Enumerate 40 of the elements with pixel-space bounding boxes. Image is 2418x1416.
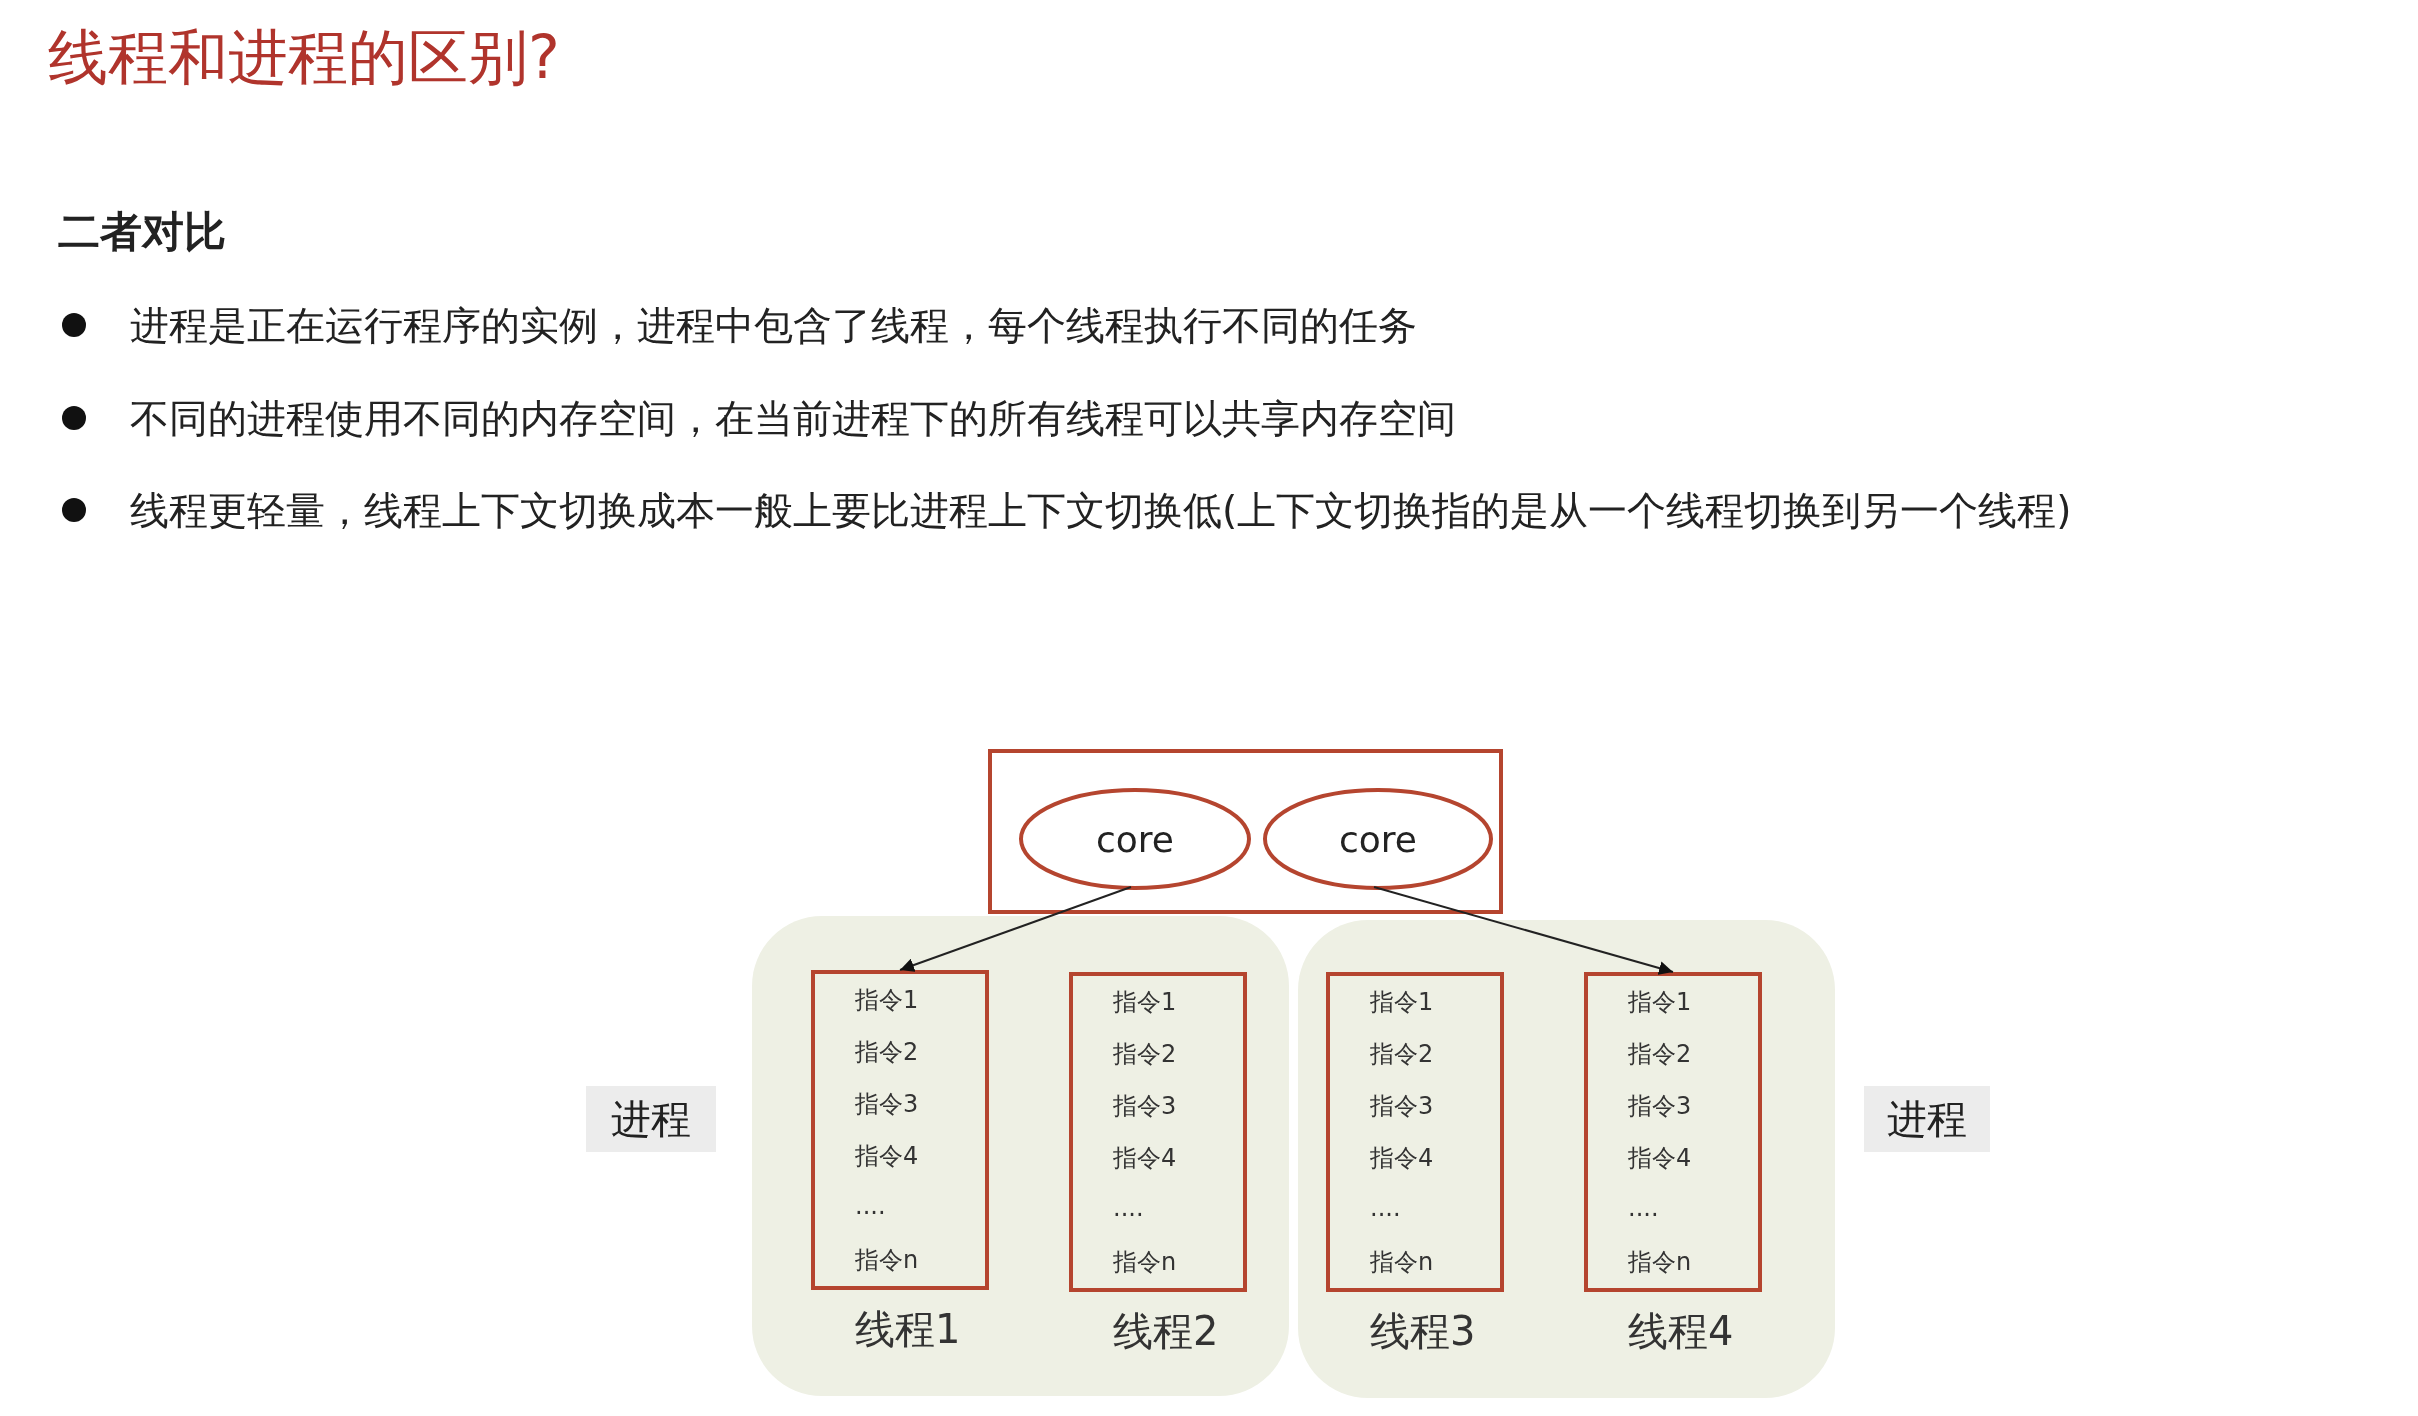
thread-label: 线程2 <box>1113 1307 1219 1356</box>
instruction-text: 指令4 <box>1370 1143 1434 1174</box>
instruction-text: 指令4 <box>855 1141 919 1172</box>
process-label: 进程 <box>1864 1086 1990 1152</box>
instruction-text: 指令3 <box>1113 1091 1177 1122</box>
instruction-text: 指令3 <box>1628 1091 1692 1122</box>
instruction-text: .... <box>1113 1194 1144 1222</box>
instruction-text: 指令4 <box>1113 1143 1177 1174</box>
instruction-text: 指令n <box>855 1245 919 1276</box>
process-area <box>752 916 1289 1396</box>
core-ellipse: core <box>1018 787 1252 891</box>
instruction-text: 指令2 <box>1113 1039 1177 1070</box>
bullet-text: 线程更轻量，线程上下文切换成本一般上要比进程上下文切换低(上下文切换指的是从一个线程切换到另一个线程) <box>130 487 2072 535</box>
process-label: 进程 <box>586 1086 716 1152</box>
process-area <box>1298 920 1835 1398</box>
instruction-text: 指令4 <box>1628 1143 1692 1174</box>
cpu-box <box>988 749 1503 914</box>
instruction-text: 指令n <box>1370 1247 1434 1278</box>
slide-title: 线程和进程的区别? <box>48 21 560 94</box>
instruction-text: .... <box>1628 1194 1659 1222</box>
bullet-text: 进程是正在运行程序的实例，进程中包含了线程，每个线程执行不同的任务 <box>130 302 1417 350</box>
core-ellipse: core <box>1262 787 1494 891</box>
thread-label: 线程4 <box>1628 1307 1734 1356</box>
instruction-text: 指令2 <box>1628 1039 1692 1070</box>
thread-label: 线程1 <box>855 1305 961 1354</box>
instruction-text: 指令2 <box>1370 1039 1434 1070</box>
thread-label: 线程3 <box>1370 1307 1476 1356</box>
instruction-text: 指令n <box>1628 1247 1692 1278</box>
instruction-text: 指令1 <box>1628 987 1692 1018</box>
section-heading: 二者对比 <box>58 206 226 258</box>
instruction-text: .... <box>855 1192 886 1220</box>
instruction-text: 指令3 <box>855 1089 919 1120</box>
instruction-text: 指令3 <box>1370 1091 1434 1122</box>
instruction-text: .... <box>1370 1194 1401 1222</box>
instruction-text: 指令2 <box>855 1037 919 1068</box>
instruction-text: 指令1 <box>1370 987 1434 1018</box>
instruction-text: 指令1 <box>855 985 919 1016</box>
instruction-text: 指令1 <box>1113 987 1177 1018</box>
bullet-text: 不同的进程使用不同的内存空间，在当前进程下的所有线程可以共享内存空间 <box>130 395 1456 443</box>
instruction-text: 指令n <box>1113 1247 1177 1278</box>
